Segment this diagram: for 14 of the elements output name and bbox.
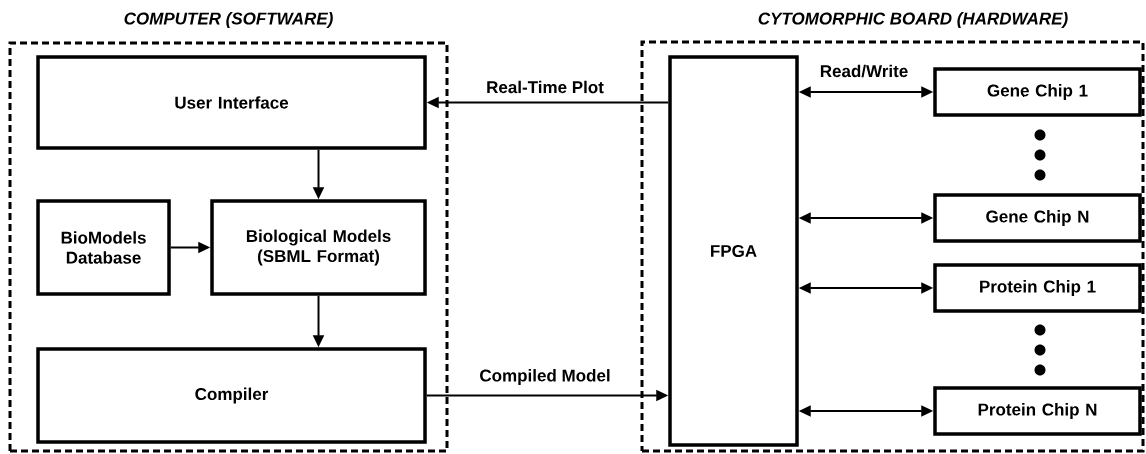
process-box: Compiler bbox=[36, 347, 427, 444]
edge-label: Compiled Model bbox=[478, 368, 612, 386]
process-box: Protein Chip N bbox=[933, 386, 1142, 436]
edge-label: Read/Write bbox=[818, 63, 910, 79]
process-box: User Interface bbox=[36, 55, 427, 150]
process-box: Biological Models (SBML Format) bbox=[210, 199, 427, 296]
process-box: BioModels Database bbox=[36, 199, 171, 296]
node-label: COMPUTER (SOFTWARE) bbox=[124, 12, 333, 28]
process-box: Gene Chip 1 bbox=[933, 67, 1142, 117]
node-label: CYTOMORPHIC BOARD (HARDWARE) bbox=[758, 12, 1068, 28]
edge-label: Real-Time Plot bbox=[485, 79, 605, 95]
process-box: Protein Chip 1 bbox=[933, 263, 1142, 313]
process-box: FPGA bbox=[668, 55, 799, 447]
process-box: Gene Chip N bbox=[933, 193, 1142, 243]
